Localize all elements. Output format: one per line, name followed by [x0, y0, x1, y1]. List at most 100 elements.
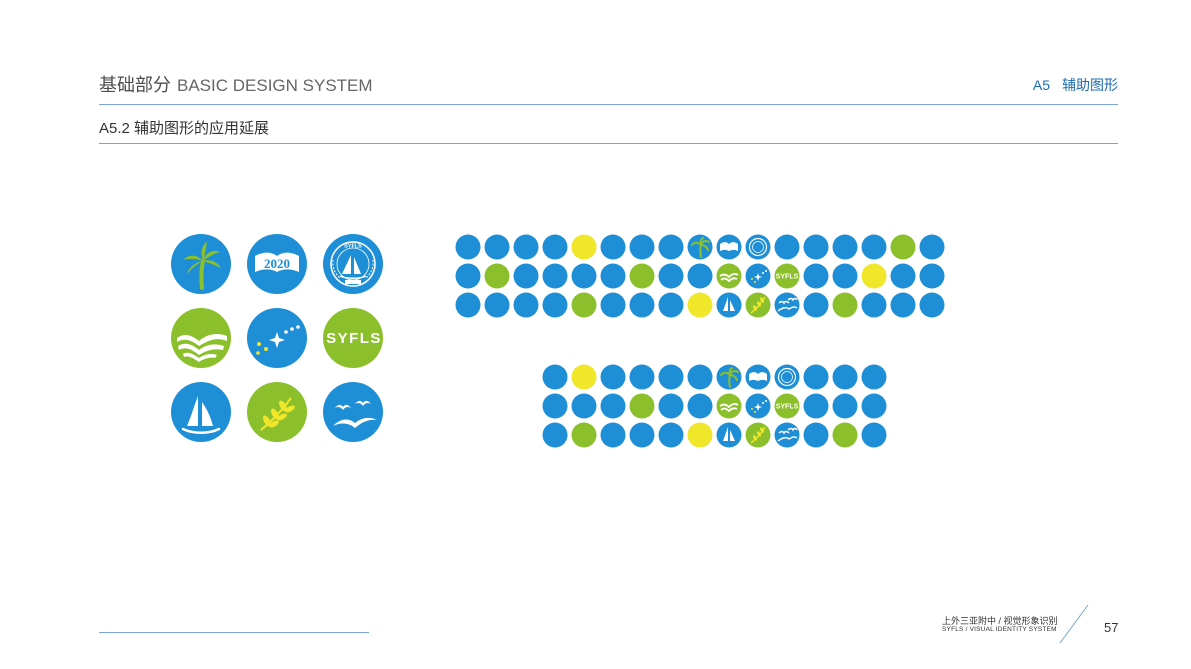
narrow-pattern-dot: [832, 364, 858, 390]
wordmark-dot-text: SYFLS: [776, 274, 799, 281]
wide-pattern-dot: [629, 234, 655, 260]
narrow-pattern-dot: [658, 393, 684, 419]
wide-pattern-dot: [658, 292, 684, 318]
narrow-pattern-dot: [571, 393, 597, 419]
wide-pattern-dot: [919, 292, 945, 318]
wide-pattern-dot: [600, 292, 626, 318]
wide-pattern-dot: [629, 263, 655, 289]
footer-divider: [99, 632, 369, 633]
narrow-pattern-palm-icon: [716, 364, 742, 390]
wide-pattern-dot: [542, 263, 568, 289]
narrow-pattern-dot: [542, 422, 568, 448]
wide-pattern-dot: [455, 234, 481, 260]
wide-pattern-dot: [513, 292, 539, 318]
narrow-pattern-dot: [832, 393, 858, 419]
wide-pattern-leaf-icon: [745, 292, 771, 318]
subsection-title: A5.2 辅助图形的应用延展: [99, 120, 270, 137]
narrow-pattern-dot: [658, 364, 684, 390]
wide-pattern-dot: [571, 234, 597, 260]
narrow-pattern-dot: [861, 393, 887, 419]
narrow-pattern-dot: [803, 393, 829, 419]
wide-pattern-dot: [890, 263, 916, 289]
wide-pattern-word-icon: SYFLS: [774, 263, 800, 289]
wide-pattern-dot: [919, 234, 945, 260]
wide-pattern-dot: [571, 292, 597, 318]
narrow-pattern-dot: [600, 364, 626, 390]
wide-pattern-dot: [455, 292, 481, 318]
wide-pattern-dot: [687, 263, 713, 289]
narrow-pattern-word-icon: SYFLS: [774, 393, 800, 419]
narrow-pattern-waves-icon: [716, 393, 742, 419]
wide-pattern-dot: [658, 263, 684, 289]
seabirds-icon: [323, 382, 383, 442]
footer-title-en: SYFLS / VISUAL IDENTITY SYSTEM: [942, 626, 1057, 633]
stars-icon: [247, 308, 307, 368]
wide-pattern-dot: [803, 234, 829, 260]
narrow-pattern-birds-icon: [774, 422, 800, 448]
waves-icon: [171, 308, 231, 368]
wide-pattern-dot: [513, 234, 539, 260]
wide-pattern-dot: [774, 234, 800, 260]
wide-pattern-dot: [803, 292, 829, 318]
seal-ring-text: SYFLS: [344, 244, 362, 250]
dot-pattern-narrow: SYFLS: [542, 364, 888, 448]
narrow-pattern-dot: [803, 364, 829, 390]
wide-pattern-dot: [658, 234, 684, 260]
wide-pattern-dot: [861, 263, 887, 289]
wide-pattern-dot: [600, 263, 626, 289]
olive-branch-icon: [247, 382, 307, 442]
narrow-pattern-seal-icon: [774, 364, 800, 390]
wide-pattern-dot: [542, 292, 568, 318]
narrow-pattern-dot: [571, 364, 597, 390]
narrow-pattern-dot: [629, 393, 655, 419]
wide-pattern-dot: [832, 292, 858, 318]
section-name: 辅助图形: [1062, 77, 1118, 93]
narrow-pattern-dot: [600, 422, 626, 448]
wide-pattern-dot: [542, 234, 568, 260]
narrow-pattern-dot: [687, 422, 713, 448]
narrow-pattern-stars-icon: [745, 393, 771, 419]
narrow-pattern-dot: [687, 364, 713, 390]
book-2020-icon: 2020: [247, 234, 307, 294]
wide-pattern-dot: [919, 263, 945, 289]
wide-pattern-dot: [890, 234, 916, 260]
narrow-pattern-dot: [542, 393, 568, 419]
wide-pattern-dot: [861, 234, 887, 260]
wide-pattern-birds-icon: [774, 292, 800, 318]
wordmark-text: SYFLS: [326, 330, 382, 347]
wide-pattern-dot: [513, 263, 539, 289]
wordmark-dot-text: SYFLS: [776, 404, 799, 411]
wide-pattern-dot: [571, 263, 597, 289]
narrow-pattern-dot: [629, 364, 655, 390]
wide-pattern-book-icon: [716, 234, 742, 260]
wide-pattern-dot: [484, 263, 510, 289]
page-title-en: BASIC DESIGN SYSTEM: [177, 76, 373, 95]
narrow-pattern-book-icon: [745, 364, 771, 390]
sailboat-icon: [171, 382, 231, 442]
wide-pattern-seal-icon: [745, 234, 771, 260]
narrow-pattern-dot: [861, 364, 887, 390]
wide-pattern-dot: [832, 263, 858, 289]
badge-year-text: 2020: [264, 256, 290, 271]
wide-pattern-palm-icon: [687, 234, 713, 260]
narrow-pattern-dot: [629, 422, 655, 448]
footer-title-cn: 上外三亚附中 / 视觉形象识别: [942, 616, 1058, 626]
narrow-pattern-dot: [832, 422, 858, 448]
narrow-pattern-dot: [687, 393, 713, 419]
dot-pattern-wide: SYFLS: [455, 234, 975, 318]
wide-pattern-dot: [455, 263, 481, 289]
narrow-pattern-dot: [861, 422, 887, 448]
wide-pattern-waves-icon: [716, 263, 742, 289]
dot-pattern-narrow-graphic: SYFLS: [542, 364, 887, 448]
page-number: 57: [1104, 620, 1119, 635]
narrow-pattern-dot: [542, 364, 568, 390]
syfls-wordmark-icon: SYFLS: [323, 308, 383, 368]
wide-pattern-dot: [861, 292, 887, 318]
wide-pattern-dot: [832, 234, 858, 260]
wide-pattern-dot: [600, 234, 626, 260]
narrow-pattern-dot: [658, 422, 684, 448]
wide-pattern-sail-icon: [716, 292, 742, 318]
narrow-pattern-leaf-icon: [745, 422, 771, 448]
